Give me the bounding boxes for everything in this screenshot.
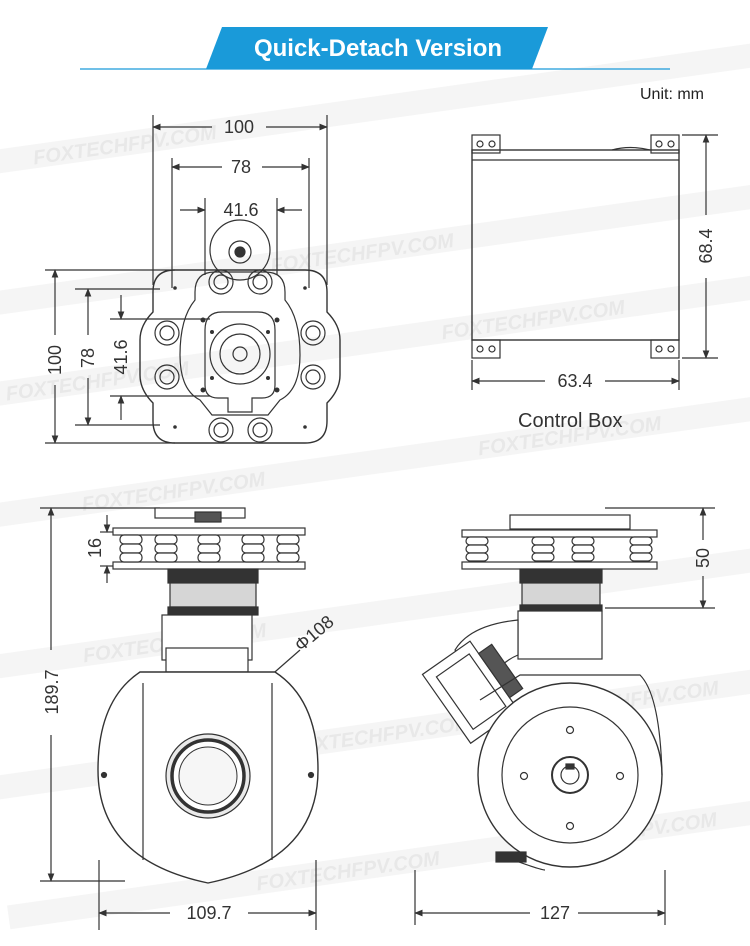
- top-view: [45, 115, 341, 444]
- title-banner: Quick-Detach Version: [205, 27, 551, 70]
- dim-front-total-height: 189.7: [42, 669, 62, 714]
- dim-top-height-outer: 100: [45, 345, 65, 375]
- top-view-dimensions: 100 78 41.6 100 78 41.6: [45, 117, 259, 375]
- dim-top-height-mid: 78: [78, 348, 98, 368]
- watermark-text: FOXTECHFPV.COM: [440, 297, 627, 345]
- control-box-view: [471, 134, 718, 390]
- dim-front-damper-height: 16: [85, 538, 105, 558]
- dim-box-width: 63.4: [557, 371, 592, 391]
- side-view: [414, 507, 715, 925]
- dim-top-height-inner: 41.6: [111, 339, 131, 374]
- unit-label: Unit: mm: [640, 86, 704, 103]
- watermark-text: FOXTECHFPV.COM: [255, 848, 442, 896]
- dim-side-mount-height: 50: [693, 548, 713, 568]
- dim-box-height: 68.4: [696, 228, 716, 263]
- dim-side-depth: 127: [540, 903, 570, 923]
- watermark-text: FOXTECHFPV.COM: [32, 122, 219, 170]
- control-box-dimensions: 63.4 68.4: [557, 228, 716, 391]
- dim-top-width-inner: 41.6: [223, 200, 258, 220]
- page-title: Quick-Detach Version: [253, 35, 503, 62]
- front-view: [40, 507, 319, 930]
- dim-front-ball-width: 109.7: [186, 903, 231, 923]
- control-box-caption: Control Box: [518, 410, 623, 432]
- dim-top-width-outer: 100: [224, 117, 254, 137]
- side-view-dimensions: 50 127: [540, 548, 713, 923]
- dim-top-width-mid: 78: [231, 157, 251, 177]
- title-banner-shape: [206, 27, 548, 69]
